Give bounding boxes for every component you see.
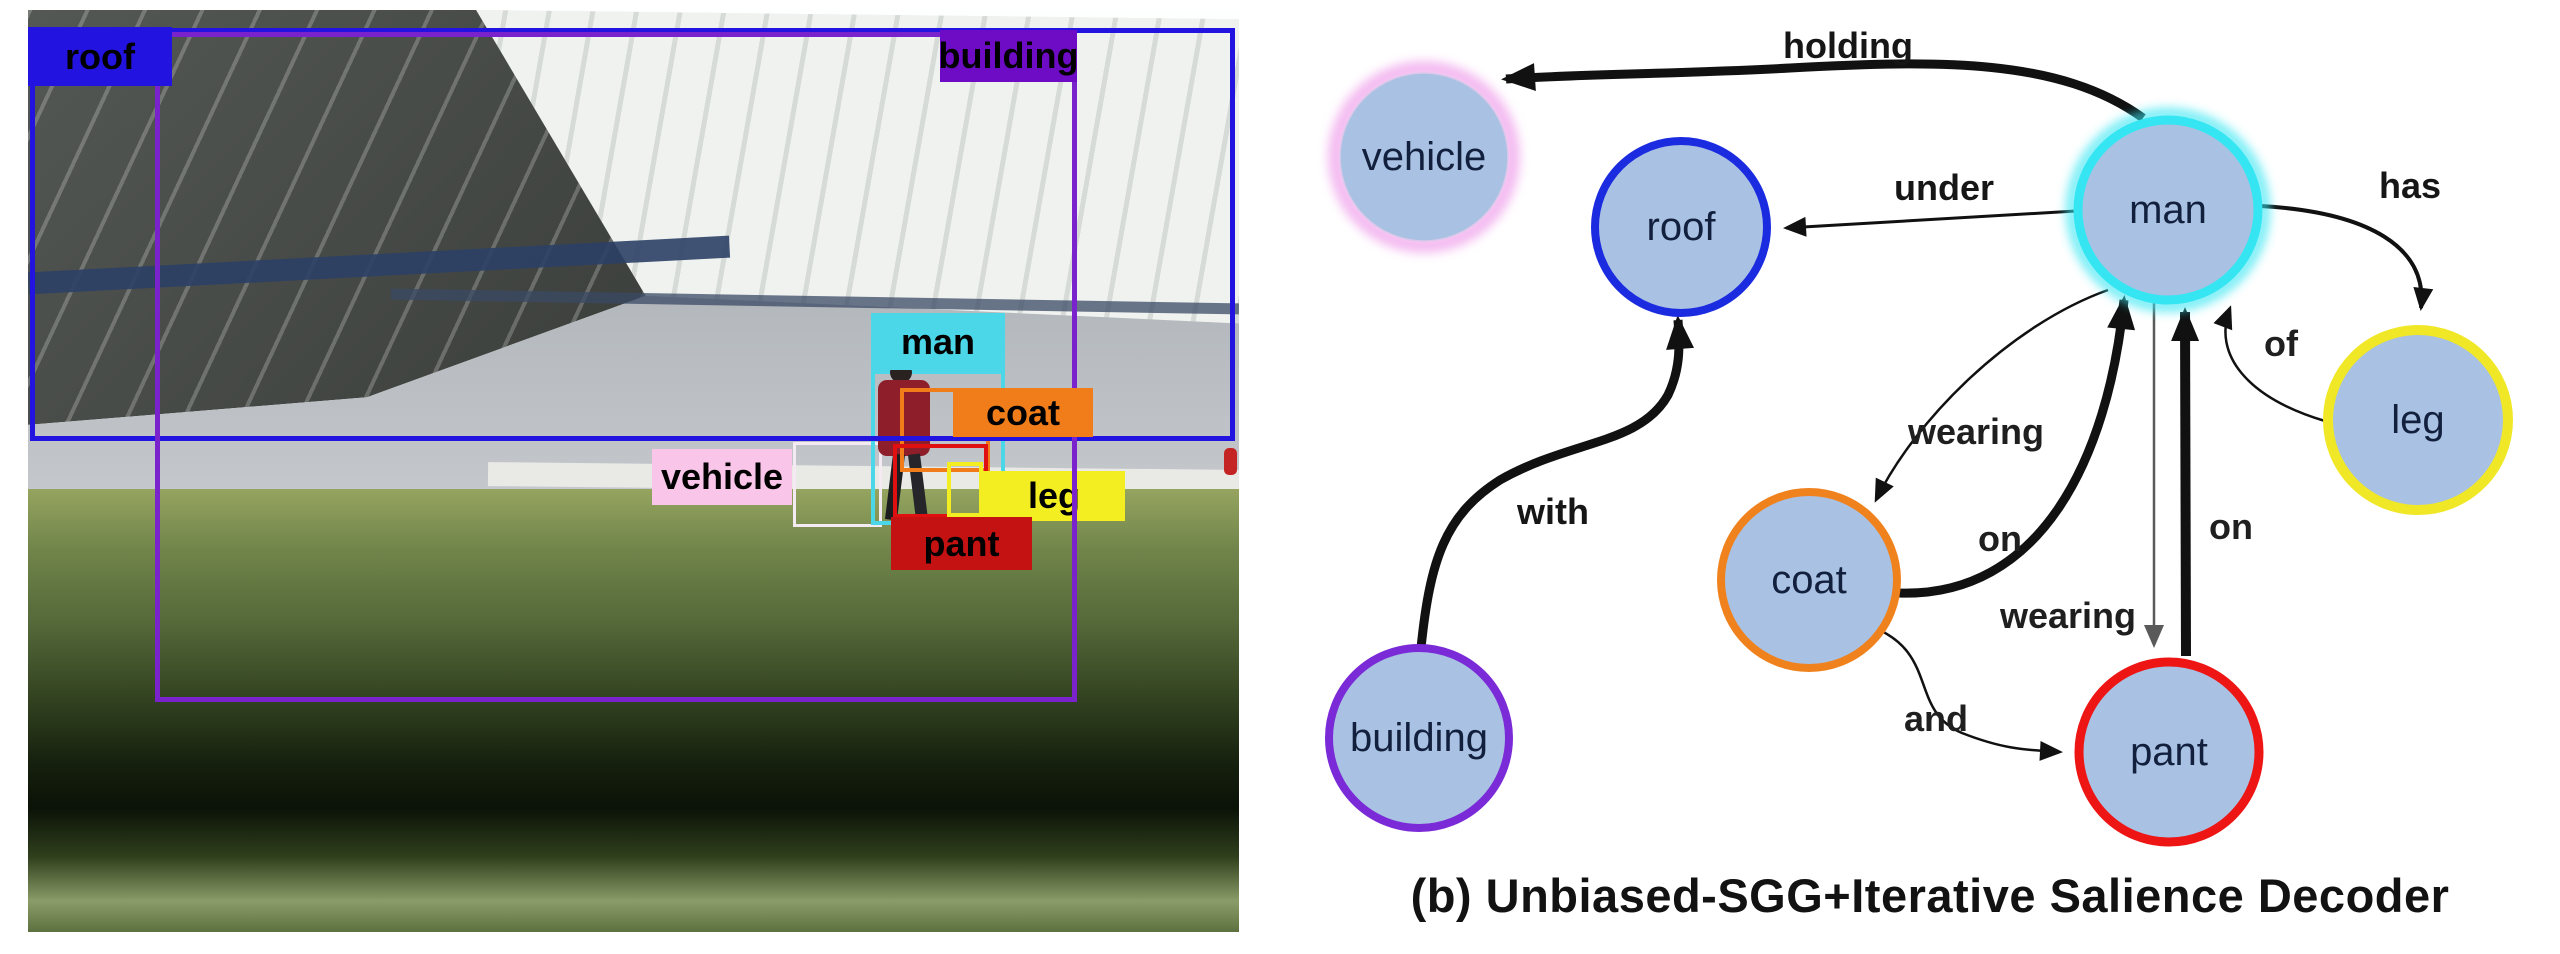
bbox-label-roof: roof xyxy=(28,27,172,86)
edge-label-wearing-pant: wearing xyxy=(1999,595,2136,636)
node-label-man: man xyxy=(2129,188,2207,232)
node-label-pant: pant xyxy=(2130,730,2208,774)
graph-edge-with xyxy=(1416,315,1695,649)
node-label-roof: roof xyxy=(1647,205,1717,249)
graph-edge-under xyxy=(1783,209,2077,237)
man-node-circle xyxy=(2073,115,2263,305)
pant-node-circle xyxy=(2074,657,2264,847)
vehicle-node-glow xyxy=(1328,61,1520,253)
bbox-vehicle xyxy=(793,442,882,527)
graph-edge-wearing-coat xyxy=(1874,288,2109,503)
man-node-glow xyxy=(2066,108,2270,312)
graph-edge-on-coat xyxy=(1898,295,2136,598)
scene-graph: holding under has of wearing on wearing … xyxy=(1325,25,2513,847)
graph-node-roof: roof xyxy=(1591,137,1771,317)
bbox-label-vehicle: vehicle xyxy=(652,449,792,505)
edge-label-under: under xyxy=(1894,167,1994,208)
background-person xyxy=(1224,448,1237,475)
figure-caption: (b) Unbiased-SGG+Iterative Salience Deco… xyxy=(1410,869,2450,922)
bbox-leg xyxy=(947,462,983,517)
bbox-building xyxy=(155,32,1077,702)
building-node-circle xyxy=(1325,644,1513,832)
photo-glass-roof xyxy=(476,10,1239,333)
person-torso xyxy=(878,380,930,456)
graph-node-leg: leg xyxy=(2323,325,2513,515)
edge-label-on-pant: on xyxy=(2209,506,2253,547)
leg-node-circle xyxy=(2323,325,2513,515)
graph-node-pant: pant xyxy=(2074,657,2264,847)
graph-edge-and xyxy=(1869,624,2063,761)
roof-node-circle xyxy=(1591,137,1771,317)
edge-label-of: of xyxy=(2264,323,2299,364)
edge-label-and: and xyxy=(1904,698,1968,739)
edge-label-wearing-coat: wearing xyxy=(1907,411,2044,452)
edge-label-with: with xyxy=(1516,491,1589,532)
graph-node-vehicle: vehicle xyxy=(1328,61,1520,253)
bbox-label-building: building xyxy=(939,30,1078,82)
edge-label-has: has xyxy=(2379,165,2441,206)
node-label-leg: leg xyxy=(2391,398,2444,442)
graph-node-coat: coat xyxy=(1717,488,1901,672)
edge-label-holding: holding xyxy=(1783,25,1913,66)
graph-edge-has xyxy=(2259,204,2434,311)
coat-node-circle xyxy=(1717,488,1901,672)
node-label-building: building xyxy=(1350,716,1488,760)
bbox-label-pant: pant xyxy=(891,517,1032,570)
graph-edge-holding xyxy=(1501,59,2146,122)
bbox-label-coat: coat xyxy=(953,388,1093,437)
graph-node-man: man xyxy=(2066,108,2270,312)
bbox-label-leg: leg xyxy=(983,471,1125,521)
photo-grass xyxy=(28,489,1239,932)
node-label-vehicle: vehicle xyxy=(1362,135,1487,179)
graph-edge-of xyxy=(2213,305,2326,423)
stadium-photo: roof building vehicle man coat leg pant xyxy=(28,10,1239,932)
edge-label-on-coat: on xyxy=(1978,518,2022,559)
bbox-roof xyxy=(30,28,1235,441)
vehicle-node-circle xyxy=(1339,72,1509,242)
bbox-label-man: man xyxy=(871,313,1005,370)
node-label-coat: coat xyxy=(1771,558,1847,602)
graph-edge-on-pant xyxy=(2171,307,2200,657)
graph-node-building: building xyxy=(1325,644,1513,832)
